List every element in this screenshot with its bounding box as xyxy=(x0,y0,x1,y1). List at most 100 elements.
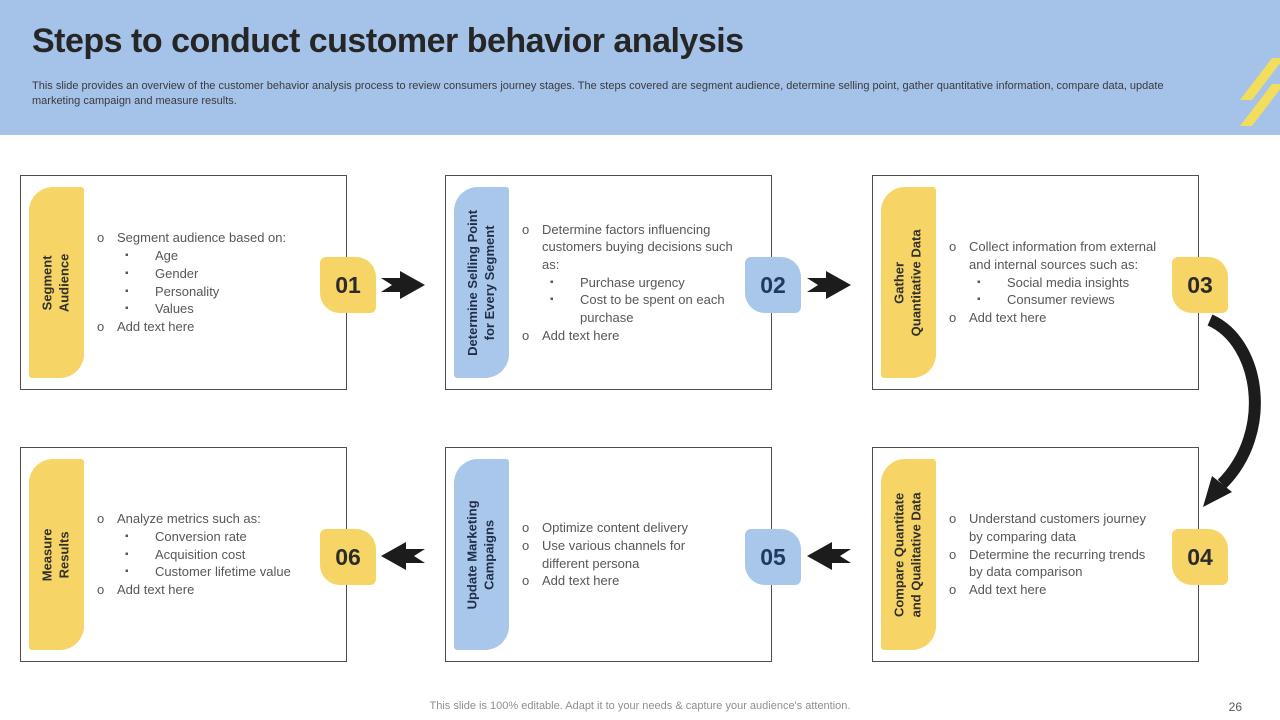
bullet-marker: o xyxy=(522,520,530,536)
bullet-marker: o xyxy=(522,573,530,589)
bullet-text: Add text here xyxy=(969,310,1047,325)
bullet-text: Customer lifetime value xyxy=(155,564,291,580)
flow-arrow-right-icon xyxy=(807,270,851,300)
bullet-item: o Determine the recurring trends by data … xyxy=(949,546,1162,581)
bullet-text: Gender xyxy=(155,265,199,281)
bullet-text: Consumer reviews xyxy=(1007,292,1115,308)
bullet-marker: ▪ xyxy=(977,276,981,288)
step-tab-label-line: Segment xyxy=(39,255,55,310)
bullet-marker: ▪ xyxy=(550,276,554,288)
bullet-marker: o xyxy=(97,582,105,597)
bullet-marker: ▪ xyxy=(125,285,129,297)
step-tab-label-line: Audience xyxy=(56,253,72,312)
bullet-item: o Add text here xyxy=(97,581,310,599)
bullet-marker: ▪ xyxy=(125,267,129,279)
slide-footer-note: This slide is 100% editable. Adapt it to… xyxy=(429,700,851,712)
bullet-item: o Use various channels for different pers… xyxy=(522,537,735,572)
step-tab-label-line: Update Marketing xyxy=(464,499,480,610)
bullet-marker: o xyxy=(522,221,530,237)
step-number-badge-01: 01 xyxy=(320,257,376,313)
step-number-badge-04: 04 xyxy=(1172,529,1228,585)
bullet-text: Add text here xyxy=(117,318,195,334)
curved-flow-arrow-icon xyxy=(1203,314,1261,507)
step-tab-label-line: and Qualitative Data xyxy=(908,492,924,617)
step-number-badge-03: 03 xyxy=(1172,257,1228,313)
step-tab-label-line: for Every Segment xyxy=(481,225,497,340)
bullet-text: Age xyxy=(155,248,179,264)
bullet-item: ▪ Personality xyxy=(125,283,310,301)
flow-arrow-left-icon xyxy=(807,541,851,571)
bullet-item: o Add text here xyxy=(97,318,310,336)
step-bullet-list: o Determine factors influencing customers… xyxy=(522,176,735,389)
bullet-item: o Determine factors influencing customers… xyxy=(522,221,735,274)
bullet-marker: o xyxy=(949,546,957,562)
bullet-item: ▪ Values xyxy=(125,300,310,318)
bullet-text: Values xyxy=(155,301,194,317)
step-tab-label-line: Determine Selling Point xyxy=(464,209,480,356)
flow-arrow-right-icon xyxy=(381,270,425,300)
bullet-item: ▪Conversion rate xyxy=(125,528,310,546)
bullet-marker: ▪ xyxy=(125,548,129,560)
bullet-marker: o xyxy=(97,318,105,334)
slide-header: Steps to conduct customer behavior analy… xyxy=(0,0,1280,135)
bullet-text: Collect information from external and in… xyxy=(969,239,1157,272)
bullet-text: Add text here xyxy=(542,327,620,343)
bullet-item: o Understand customers journey by compari… xyxy=(949,510,1162,545)
bullet-item: o Add text here xyxy=(522,572,735,590)
slide-title: Steps to conduct customer behavior analy… xyxy=(32,22,744,60)
step-tab-label-line: Quantitative Data xyxy=(908,229,924,336)
bullet-text: Understand customers journey by comparin… xyxy=(969,511,1147,544)
bullet-marker: ▪ xyxy=(125,250,129,262)
step-tab-label-line: Compare Quantitate xyxy=(891,492,907,617)
bullet-marker: ▪ xyxy=(977,294,981,306)
step-bullet-list: o Collect information from external and i… xyxy=(949,176,1162,389)
bullet-marker: ▪ xyxy=(125,303,129,315)
bullet-text: Add text here xyxy=(117,582,195,597)
bullet-marker: o xyxy=(949,511,957,527)
bullet-marker: ▪ xyxy=(125,566,129,578)
step-tab-label-line: Gather xyxy=(891,261,907,304)
slide-subtitle: This slide provides an overview of the c… xyxy=(32,80,1164,107)
bullet-marker: o xyxy=(949,239,957,255)
step-number-badge-06: 06 xyxy=(320,529,376,585)
step-number-badge-05: 05 xyxy=(745,529,801,585)
bullet-text: Add text here xyxy=(542,573,620,589)
bullet-item: o Add text here xyxy=(522,327,735,345)
bullet-marker: o xyxy=(522,537,530,553)
bullet-item: ▪ Acquisition cost xyxy=(125,546,310,564)
bullet-text: Use various channels for different perso… xyxy=(542,537,686,571)
bullet-text: Personality xyxy=(155,283,220,299)
bullet-text: Determine factors influencing customers … xyxy=(542,221,733,272)
bullet-text: Acquisition cost xyxy=(155,546,246,562)
bullet-text: Analyze metrics such as: xyxy=(117,511,261,527)
bullet-marker: o xyxy=(949,310,957,325)
bullet-text: Purchase urgency xyxy=(580,274,685,290)
bullet-marker: o xyxy=(949,582,957,597)
bullet-text: Determine the recurring trends by data c… xyxy=(969,546,1146,580)
bullet-item: o Collect information from external and i… xyxy=(949,238,1162,273)
step-number-badge-02: 02 xyxy=(745,257,801,313)
bullet-item: ▪ Purchase urgency xyxy=(550,274,735,292)
bullet-marker: o xyxy=(522,327,530,343)
step-tab-label-line: Measure xyxy=(39,528,55,581)
